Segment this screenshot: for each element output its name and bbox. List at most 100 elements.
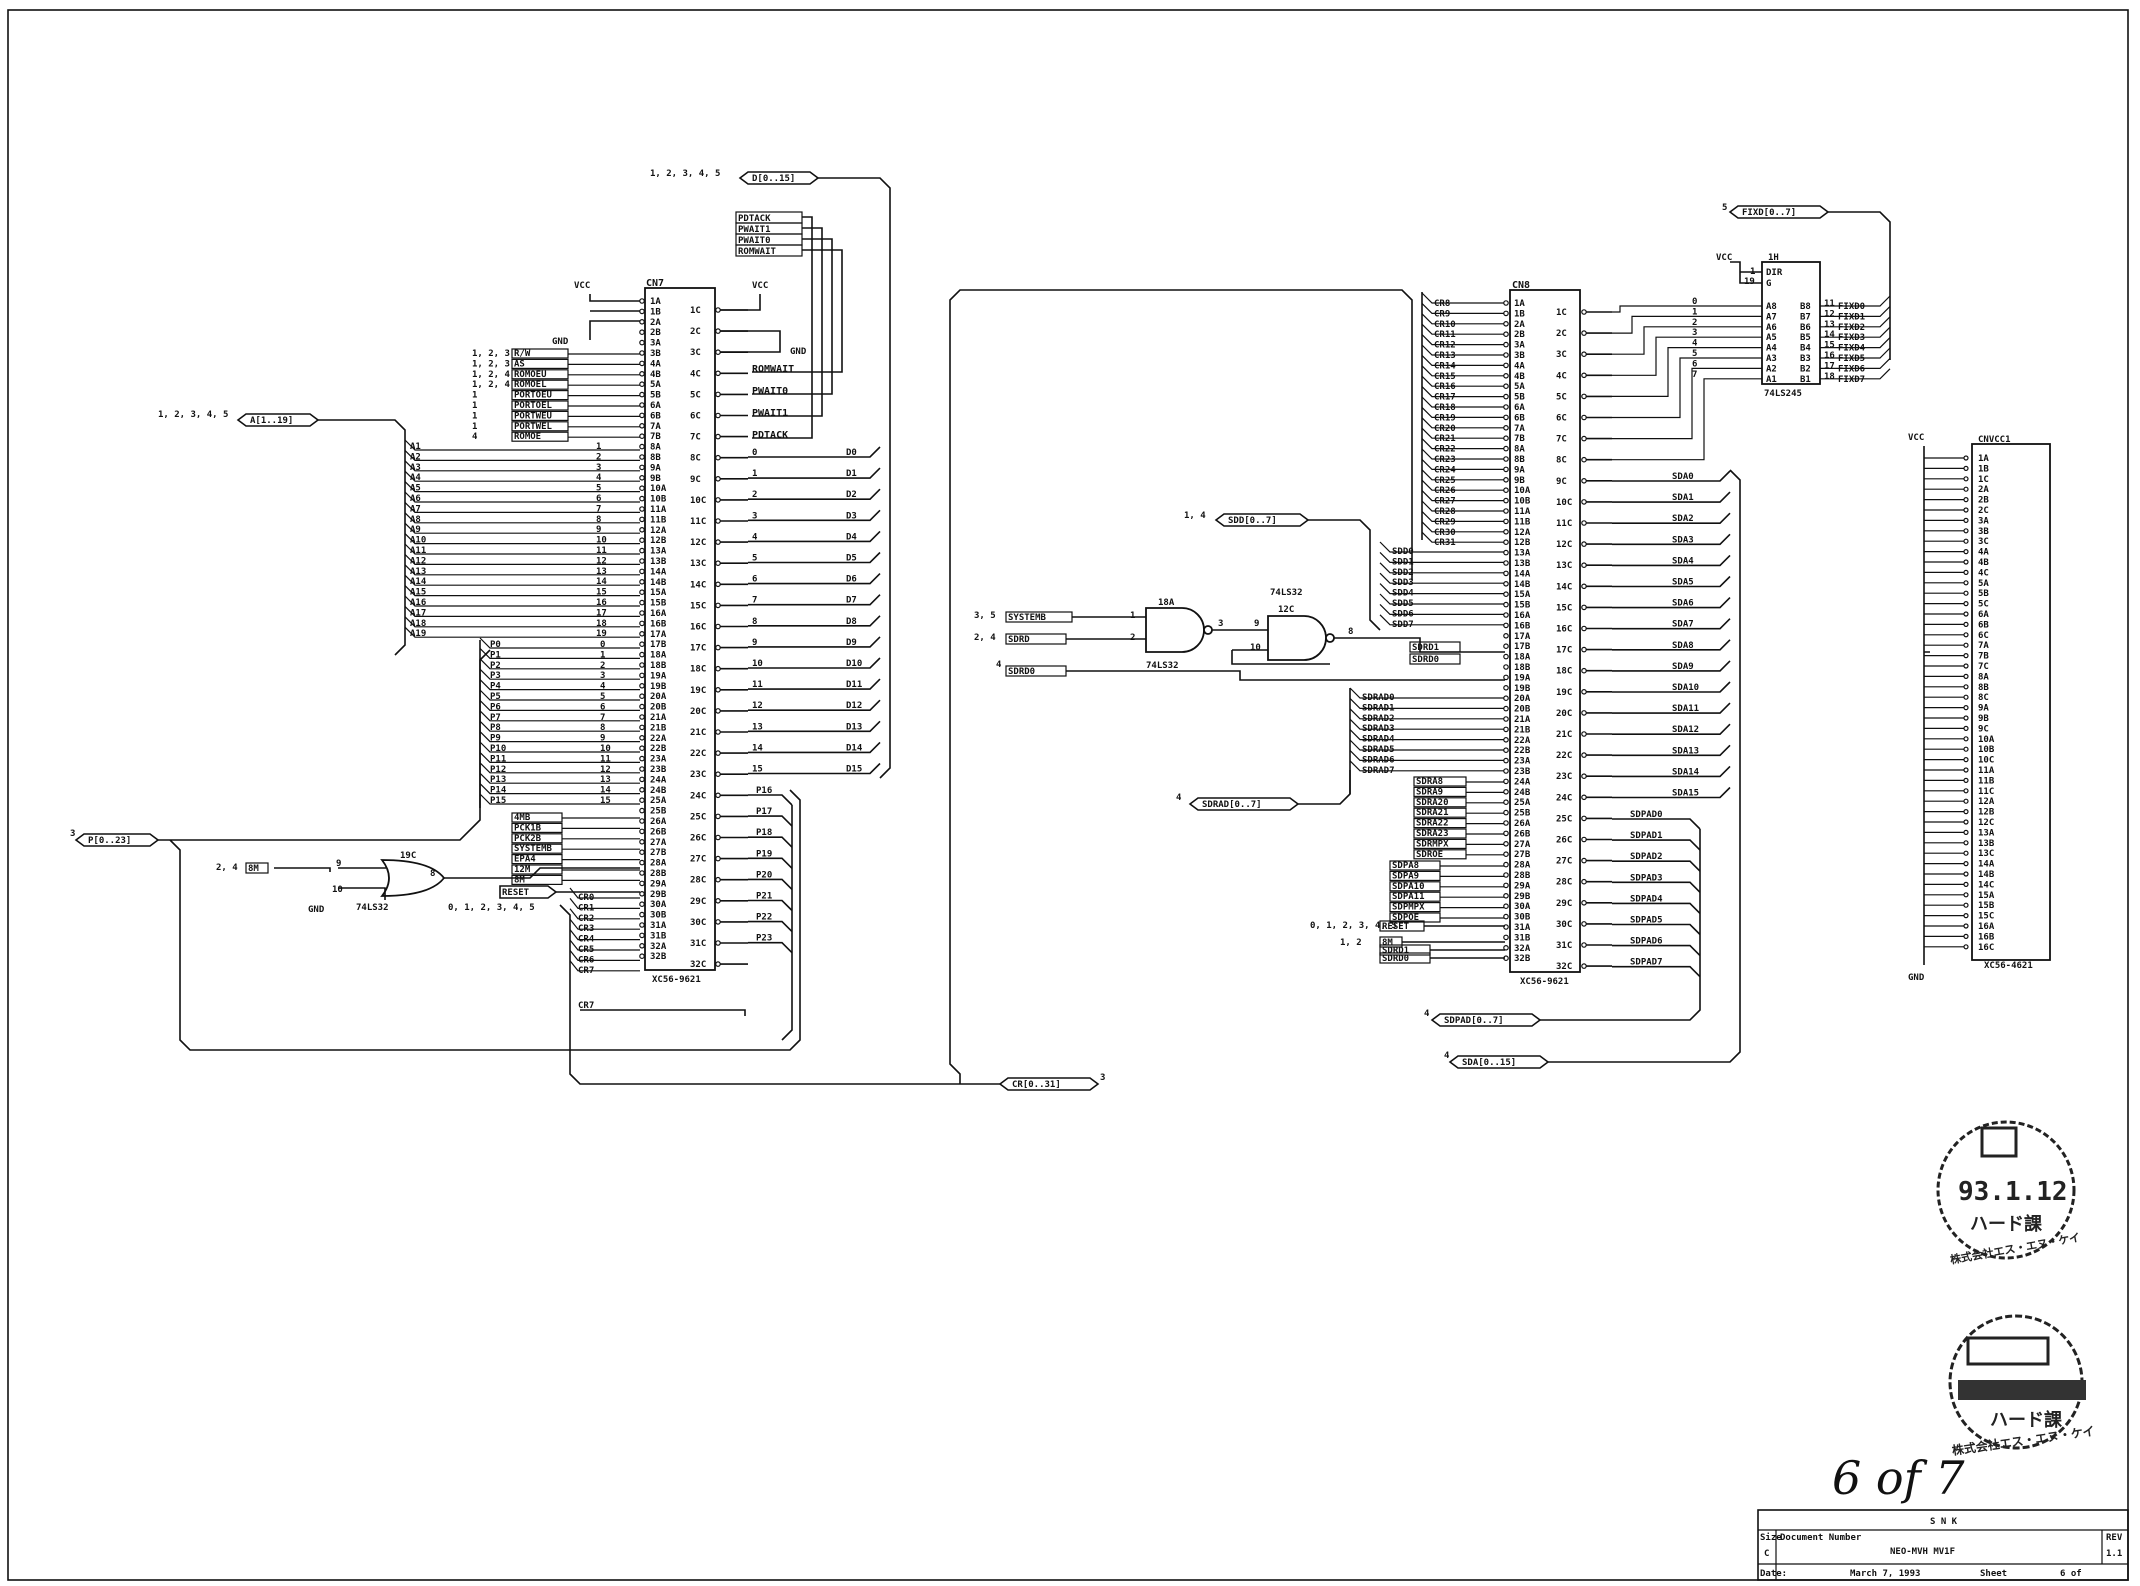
net-a8: A8	[410, 515, 421, 525]
cn7-pin-15A: 15A	[650, 588, 667, 598]
net-cr13: CR13	[1434, 351, 1456, 361]
cn7-pin-dot	[639, 828, 645, 835]
port-romwait-label: ROMWAIT	[738, 247, 777, 257]
cnvcc1-pin-12B: 12B	[1978, 808, 1995, 818]
cn7-a-index-15: 16	[596, 598, 607, 608]
cnvcc1-pin-dot	[1963, 829, 1969, 836]
cn8-cr-wire	[1421, 531, 1504, 543]
cn8-port-8m-label: 8M	[1382, 938, 1393, 948]
cn7-pin-dot	[715, 307, 721, 313]
cn7-pin-18B: 18B	[650, 661, 667, 671]
cn7-data-index-12: 12	[752, 701, 763, 711]
cn7-pin-dot	[715, 370, 721, 377]
bus-sdd-name: SDD[0..7]	[1228, 516, 1277, 526]
cn8-pin-1B: 1B	[1514, 309, 1525, 319]
cnvcc1-ref: CNVCC1	[1978, 435, 2011, 445]
cnvcc1-pin-15B: 15B	[1978, 901, 1995, 911]
cn7-pin-6C: 6C	[690, 412, 701, 422]
cn7-pin-dot	[639, 880, 645, 887]
port-ref-0: 1, 2, 3	[472, 349, 510, 359]
port-ref-2: 1, 2, 4	[472, 370, 511, 380]
fix-wire	[1612, 378, 1762, 461]
cn7-data-wire	[748, 741, 881, 754]
port-low-label-6: 8M	[514, 875, 525, 885]
cnvcc1-pin-dot	[1963, 798, 1969, 804]
net-a17: A17	[410, 608, 426, 618]
net-p7: P7	[490, 713, 501, 723]
cnvcc1-pin-3C: 3C	[1978, 537, 1989, 547]
cnvcc1-pin-14C: 14C	[1978, 880, 1994, 890]
cn8-pin-dot	[1581, 836, 1587, 843]
cn7-pin-dot	[639, 953, 645, 960]
cnvcc1-pin-7A: 7A	[1978, 641, 1989, 651]
cn7-pin-dot	[639, 693, 645, 700]
cn7-a-index-7: 8	[596, 515, 601, 525]
net-cr28: CR28	[1434, 507, 1456, 517]
cn8-pin-11A: 11A	[1514, 507, 1531, 517]
cn7-pn-wire	[479, 720, 640, 732]
cnvcc1-pin-8B: 8B	[1978, 683, 1989, 693]
cn7-pin-28B: 28B	[650, 869, 667, 879]
cn8-cr-wire	[1421, 386, 1504, 398]
cnvcc1-pin-dot	[1963, 507, 1969, 513]
cn8-pin-dot	[1503, 466, 1509, 473]
gate-19c-gnd: GND	[308, 905, 325, 915]
cn8-pin-3C: 3C	[1556, 350, 1567, 360]
bus-fixd-name: FIXD[0..7]	[1742, 208, 1796, 218]
net-fixd6: FIXD6	[1838, 364, 1865, 374]
cn8-pin-22B: 22B	[1514, 746, 1531, 756]
cn8-cr-wire	[1421, 448, 1504, 460]
cn7-pin-dot	[639, 849, 645, 856]
cn7-vcc-wire	[720, 294, 761, 311]
net-sda5: SDA5	[1672, 578, 1694, 588]
cn7-pin-20B: 20B	[650, 703, 667, 713]
cn7-pin-dot	[715, 412, 721, 419]
cn7-a-wire	[404, 616, 640, 628]
cnvcc1-pin-dot	[1963, 673, 1969, 680]
cnvcc1-pin-dot	[1963, 590, 1969, 596]
cnvcc1-pin-13C: 13C	[1978, 849, 1994, 859]
cn8-8m-ref: 1, 2	[1340, 938, 1362, 948]
cn7-pin-4A: 4A	[650, 359, 661, 369]
cn7-pin-17A: 17A	[650, 630, 667, 640]
cn7-gnd-right: GND	[790, 347, 807, 357]
net-a11: A11	[410, 546, 426, 556]
net-p9: P9	[490, 734, 501, 744]
cn7-top-ports: PDTACK PWAIT1 PWAIT0 ROMWAIT	[735, 211, 843, 439]
port-low-label-1: PCK1B	[514, 823, 542, 833]
cn8-sda-wire	[1612, 575, 1731, 588]
net-sda2: SDA2	[1672, 514, 1694, 524]
cn8-pin-dot	[1503, 580, 1509, 587]
port-label-sdpa8: SDPA8	[1392, 861, 1419, 871]
cn8-sda-wire	[1612, 512, 1731, 524]
ic1h-bnum-2: 13	[1824, 320, 1835, 330]
cnvcc1-pin-dot	[1963, 548, 1969, 555]
ic1h-pin-a2: A2	[1766, 364, 1777, 374]
cn7-p-wire	[748, 899, 793, 912]
port-label-sdra22: SDRA22	[1416, 819, 1449, 829]
cnvcc1-pin-dot	[1963, 663, 1969, 669]
gate-inputs: 3, 5 SYSTEMB 2, 4 SDRD 4 SDRD0 SDRD1 SDR…	[974, 611, 1505, 681]
port-8m-ref: 2, 4	[216, 863, 238, 873]
cn7-p-index-9: 9	[600, 734, 605, 744]
cn7-pn-wire	[479, 647, 640, 659]
cn8-sdd-wire	[1379, 603, 1504, 615]
cn8-cr-wire	[1421, 323, 1504, 335]
net-cr14: CR14	[1434, 361, 1456, 371]
cnvcc1-pin-dot	[1963, 725, 1969, 732]
cn8-sda-wire	[1612, 597, 1731, 609]
cn7-pin-dot	[639, 329, 645, 336]
cn8-pin-15A: 15A	[1514, 590, 1531, 600]
cn8-pin-10A: 10A	[1514, 486, 1531, 496]
cn8-pin-dot	[1503, 404, 1509, 410]
cn8-sda-wire	[1612, 660, 1731, 672]
bus-sdrad-name: SDRAD[0..7]	[1202, 800, 1262, 810]
cn7-p-index-4: 4	[600, 682, 606, 692]
cn7-pin-14B: 14B	[650, 578, 667, 588]
net-d2: D2	[846, 490, 857, 500]
cn8-cr-wire	[1421, 479, 1504, 491]
cn7-cr-wire	[569, 898, 640, 909]
cn8-sdrad-wire	[1349, 697, 1504, 709]
cn7-pin-13C: 13C	[690, 559, 706, 569]
title-doc-label: Document Number	[1780, 1533, 1862, 1543]
